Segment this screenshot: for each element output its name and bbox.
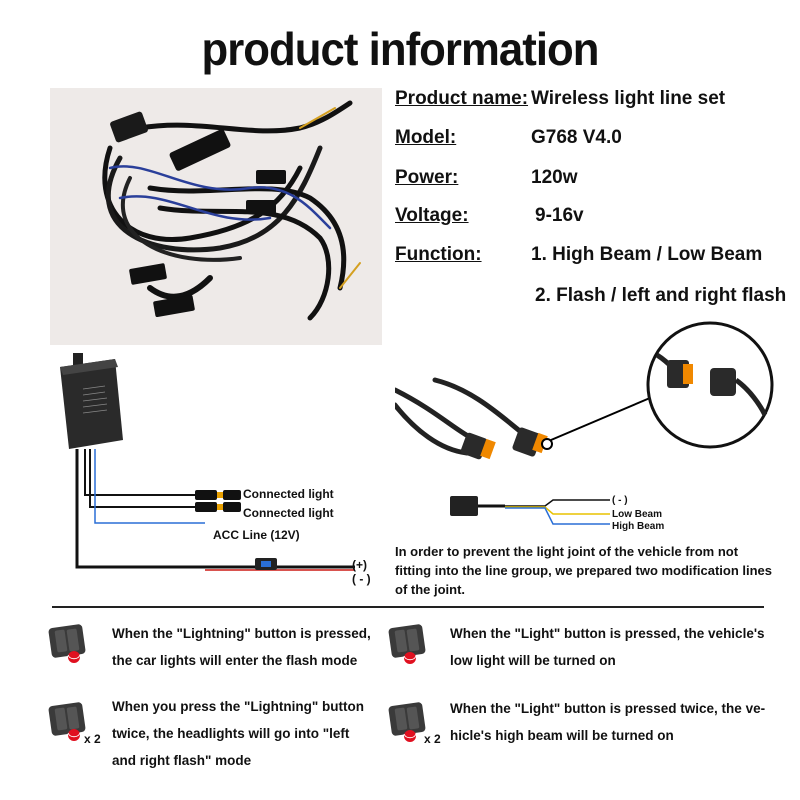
modification-note: In order to prevent the light joint of t… <box>395 544 773 597</box>
connected-light-label-1: Connected light <box>243 487 334 501</box>
wiring-diagram <box>60 353 355 571</box>
voltage-value: 9-16v <box>535 205 584 226</box>
model-label: Model: <box>395 127 457 148</box>
instruction-3-text: When you press the "Lightning" button tw… <box>112 699 365 768</box>
product-name-value: Wireless light line set <box>531 88 726 109</box>
neg-label: ( - ) <box>612 495 628 506</box>
instruction-3-multiplier: x 2 <box>84 732 101 746</box>
instruction-1-text: When the "Lightning" button is pressed, … <box>112 626 371 668</box>
acc-line-label: ACC Line (12V) <box>213 528 300 542</box>
instruction-2-icon <box>388 622 446 668</box>
model-value: G768 V4.0 <box>531 127 622 148</box>
instruction-4-text: When the "Light" button is pressed twice… <box>450 701 766 743</box>
minus-label: ( - ) <box>352 572 371 586</box>
modification-line-diagram <box>450 496 610 525</box>
function-item-2: 2. Flash / left and right flash <box>535 285 787 306</box>
power-value: 120w <box>531 167 578 188</box>
switch-press-icon <box>388 624 426 664</box>
harness-illustration <box>102 100 361 321</box>
connector-photo <box>392 320 775 485</box>
page-title: product information <box>201 23 599 75</box>
switch-press-icon <box>48 624 86 663</box>
mount-tab <box>73 353 83 365</box>
voltage-label: Voltage: <box>395 205 469 226</box>
harness-photo <box>50 88 382 345</box>
instruction-3-icon <box>48 700 106 746</box>
instruction-4-multiplier: x 2 <box>424 732 441 746</box>
function-item-1: 1. High Beam / Low Beam <box>531 244 763 265</box>
switch-press-icon <box>388 702 426 742</box>
switch-press-icon <box>48 702 86 741</box>
connected-light-label-2: Connected light <box>243 506 334 520</box>
low-beam-label: Low Beam <box>612 509 663 520</box>
function-label: Function: <box>395 244 482 265</box>
power-label: Power: <box>395 167 459 188</box>
divider <box>52 606 764 608</box>
controller-box <box>60 359 123 449</box>
instruction-1-icon <box>48 622 106 668</box>
plus-label: (+) <box>352 558 367 572</box>
instruction-2-text: When the "Light" button is pressed, the … <box>450 626 765 668</box>
high-beam-label: High Beam <box>612 521 665 532</box>
instruction-4-icon <box>388 700 446 746</box>
product-name-label: Product name: <box>395 88 529 109</box>
